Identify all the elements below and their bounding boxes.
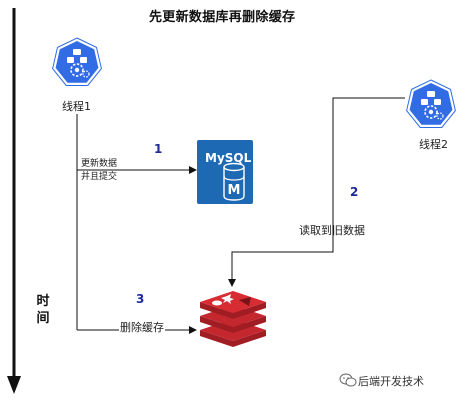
arrow-thread2-read-cache (228, 97, 405, 287)
step-3-number: 3 (136, 292, 145, 306)
mysql-database-icon: M (197, 140, 253, 204)
diagram-title: 先更新数据库再删除缓存 (149, 10, 296, 25)
redis-cache-icon (200, 291, 266, 347)
wechat-logo-icon (339, 373, 357, 387)
step-1-label-line-1: 更新数据 (81, 159, 118, 169)
mysql-badge: M (228, 183, 241, 198)
thread2-label: 线程2 (419, 138, 448, 151)
step-3-label: 删除缓存 (119, 321, 165, 335)
mysql-label: MySQL (205, 151, 252, 165)
thread1-label: 线程1 (62, 100, 91, 113)
watermark-text: 后端开发技术 (358, 375, 424, 388)
step-2-label: 读取到旧数据 (299, 224, 365, 237)
thread1-icon (52, 37, 102, 86)
step-1-number: 1 (154, 142, 163, 156)
time-axis-label: 时间 (36, 294, 50, 326)
thread2-icon (406, 79, 456, 128)
step-1-label-line-2: 并且提交 (81, 172, 118, 182)
step-2-number: 2 (350, 185, 359, 199)
time-axis (7, 8, 21, 394)
